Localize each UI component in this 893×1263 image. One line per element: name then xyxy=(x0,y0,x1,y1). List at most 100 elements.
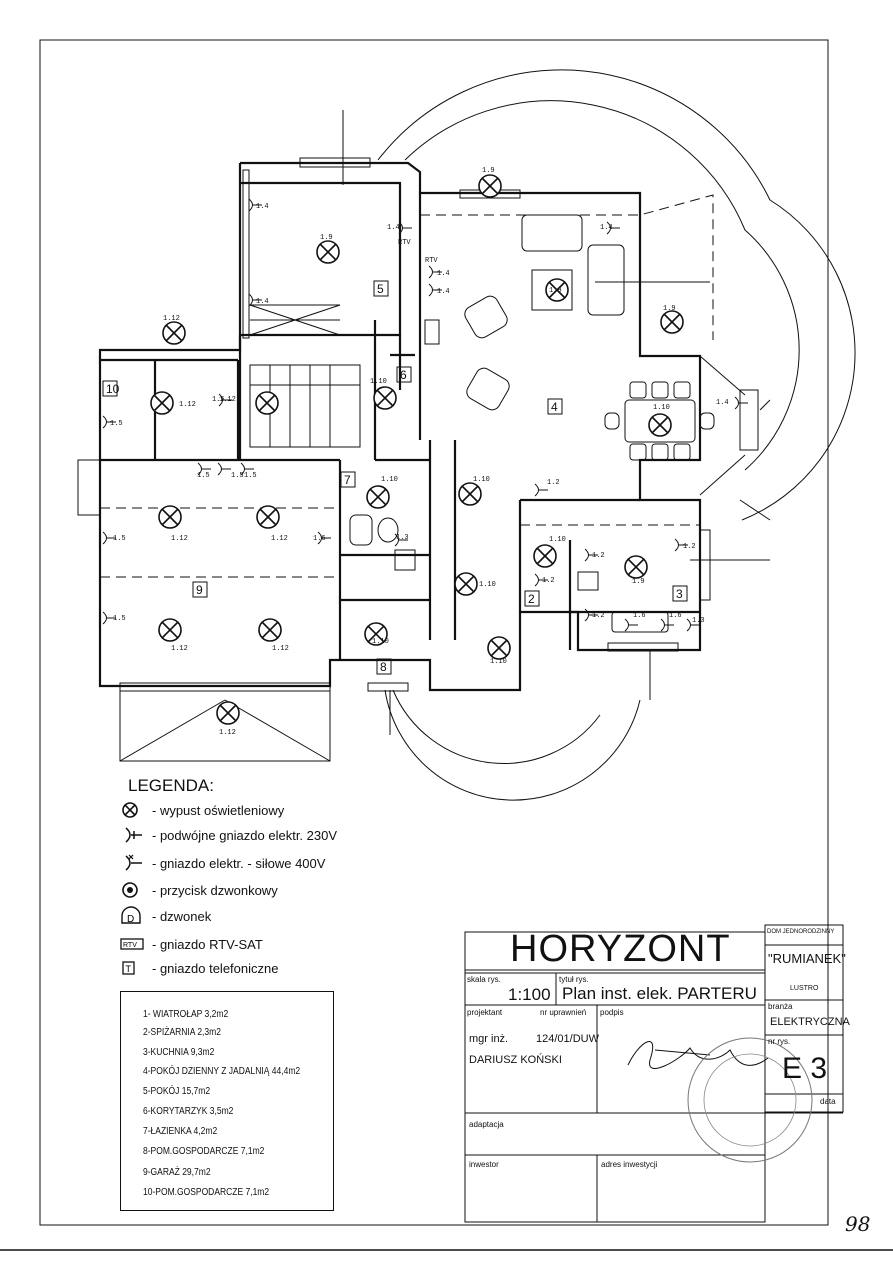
double-socket-icon xyxy=(534,483,548,497)
double-socket-icon xyxy=(317,531,331,545)
double-socket-icon xyxy=(218,393,232,407)
socket-label: 1.5 xyxy=(231,472,244,480)
furniture xyxy=(349,214,715,633)
legend-text-bell: - dzwonek xyxy=(152,908,212,924)
socket-label: 1.4 xyxy=(387,224,400,232)
socket-label: 1.4 xyxy=(716,399,729,407)
double-socket-icon xyxy=(240,462,254,476)
doorbell-button-icon xyxy=(122,882,138,898)
room-number-tag: 10 xyxy=(102,380,120,397)
legend-text-phone-socket: - gniazdo telefoniczne xyxy=(152,960,279,976)
legend-item-double-socket: - podwójne gniazdo elektr. 230V xyxy=(120,825,337,845)
light-outlet-icon xyxy=(255,391,279,415)
project-name: "RUMIANEK" xyxy=(768,951,846,966)
title-label: tytuł rys. xyxy=(559,975,589,984)
room-item: 8-POM.GOSPODARCZE 7,1m2 xyxy=(143,1146,265,1157)
light-outlet-label: 1.12 xyxy=(271,535,288,543)
room-item: 6-KORYTARZYK 3,5m2 xyxy=(143,1106,234,1117)
socket-label: 1.6 xyxy=(669,612,682,620)
room-number: 5 xyxy=(377,282,384,296)
light-outlet-icon xyxy=(478,174,502,198)
light-outlet-label: 1.12 xyxy=(272,645,289,653)
carport xyxy=(119,690,331,762)
staircase xyxy=(249,304,361,448)
double-socket-icon xyxy=(734,396,748,410)
room-number-tag: 3 xyxy=(672,585,688,602)
room-item: 5-POKÓJ 15,7m2 xyxy=(143,1086,211,1097)
entry-circle-outline-2 xyxy=(392,689,601,764)
double-socket-icon xyxy=(125,827,142,843)
light-outlet-icon xyxy=(454,572,478,596)
bell-icon: D xyxy=(121,906,141,925)
branza-value: ELEKTRYCZNA xyxy=(770,1016,850,1028)
light-outlet-icon xyxy=(316,240,340,264)
socket-label: 1.2 xyxy=(683,543,696,551)
legend-item-power-socket: - gniazdo elektr. - siłowe 400V xyxy=(120,853,325,873)
legend-item-bell: D - dzwonek xyxy=(120,906,211,926)
projektant-label: projektant xyxy=(467,1008,503,1017)
room-item: 4-POKÓJ DZIENNY Z JADALNIĄ 44,4m2 xyxy=(143,1066,301,1077)
light-outlet-icon xyxy=(648,413,672,437)
socket-label: 1.5 xyxy=(110,420,123,428)
permit-label: nr uprawnień xyxy=(540,1008,587,1017)
room-number-tag: 5 xyxy=(373,280,389,297)
drawing-number: E 3 xyxy=(782,1052,828,1085)
legend-item-rtv-sat: RTV - gniazdo RTV-SAT xyxy=(120,934,263,954)
room-number: 6 xyxy=(400,368,407,382)
light-outlet-icon xyxy=(487,636,511,660)
terrace-circle-outline-2 xyxy=(404,100,800,471)
double-socket-icon xyxy=(660,618,674,632)
room-number: 10 xyxy=(106,382,120,396)
light-outlet-label: 1.12 xyxy=(171,535,188,543)
room-number: 2 xyxy=(528,592,535,606)
socket-label: 1.2 xyxy=(592,612,605,620)
double-socket-icon xyxy=(674,538,688,552)
room-list-box: 1- WIATROŁAP 3,2m2 2-SPIŻARNIA 2,3m2 3-K… xyxy=(120,991,334,1211)
socket-label: 1.6 xyxy=(313,535,326,543)
room-item: 1- WIATROŁAP 3,2m2 xyxy=(143,1009,229,1020)
light-outlet-label: 1.10 xyxy=(381,476,398,484)
light-outlet-icon xyxy=(366,485,390,509)
room-number-tag: 7 xyxy=(340,471,356,488)
date-label: data xyxy=(820,1097,836,1106)
double-socket-icon xyxy=(606,221,620,235)
light-outlet-icon xyxy=(624,555,648,579)
entry-circle-outline xyxy=(384,689,641,801)
light-outlet-icon xyxy=(660,310,684,334)
drawing-title: Plan inst. elek. PARTERU xyxy=(562,984,757,1003)
room-item: 10-POM.GOSPODARCZE 7,1m2 xyxy=(143,1187,270,1198)
legend-item-light-outlet: - wypust oświetleniowy xyxy=(120,800,284,820)
light-outlet-icon xyxy=(373,386,397,410)
light-outlet-icon xyxy=(158,618,182,642)
room-number: 9 xyxy=(196,583,203,597)
light-outlet-icon xyxy=(162,321,186,345)
light-outlet-label: 1.12 xyxy=(171,645,188,653)
signature-label: podpis xyxy=(600,1008,624,1017)
double-socket-icon xyxy=(584,608,598,622)
light-outlet-icon xyxy=(458,482,482,506)
light-outlet-icon xyxy=(150,391,174,415)
light-outlet-label: 1.9 xyxy=(632,578,645,586)
socket-label: 1.6 xyxy=(633,612,646,620)
double-socket-icon xyxy=(394,533,408,547)
socket-label: 1.5 xyxy=(113,535,126,543)
room-number: 4 xyxy=(551,400,558,414)
socket-label: 1.2 xyxy=(542,577,555,585)
svg-text:D: D xyxy=(127,914,134,925)
scale-label: skala rys. xyxy=(467,975,501,984)
light-outlet-icon xyxy=(533,544,557,568)
double-socket-icon xyxy=(102,611,116,625)
light-outlet-icon xyxy=(158,505,182,529)
dashed-outlines xyxy=(100,194,714,578)
svg-text:RTV: RTV xyxy=(123,942,137,949)
double-socket-icon xyxy=(102,531,116,545)
light-outlet-label: 1.9 xyxy=(549,287,562,295)
scale-value: 1:100 xyxy=(508,985,551,1004)
light-outlet-label: 1.9 xyxy=(663,305,676,313)
page-number: 98 xyxy=(845,1212,871,1236)
socket-label: 1.3 xyxy=(692,617,705,625)
double-socket-icon xyxy=(217,462,231,476)
drawing-number-label: nr rys. xyxy=(768,1037,791,1046)
double-socket-icon xyxy=(686,618,700,632)
